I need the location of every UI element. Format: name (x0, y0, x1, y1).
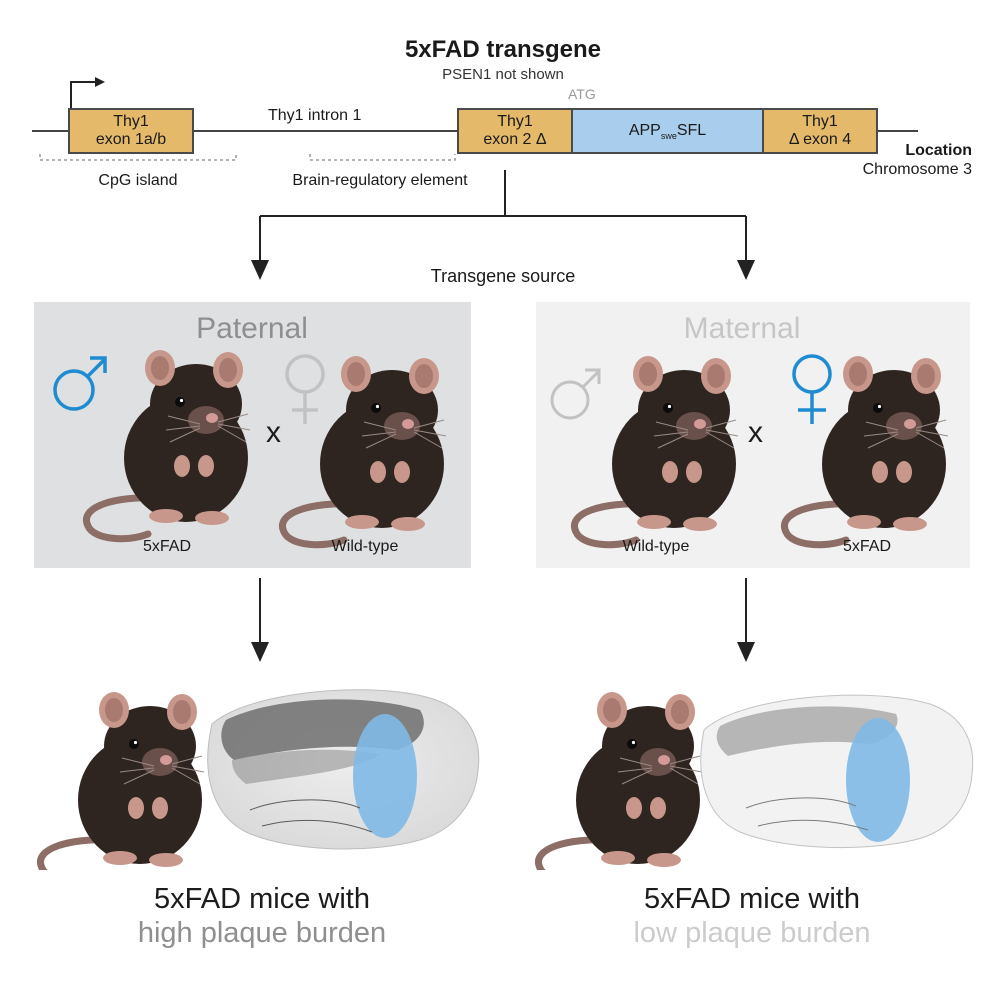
mouse-5xfad-icon (86, 350, 250, 539)
maternal-artwork: x (550, 302, 970, 568)
intron-label: Thy1 intron 1 (268, 107, 362, 124)
paternal-title: Paternal (196, 312, 308, 345)
regulatory-element-label: Brain-regulatory element (292, 172, 468, 189)
maternal-panel: Maternal x Wild-type 5xFAD (536, 302, 970, 568)
mouse-offspring-icon (40, 692, 204, 870)
transgene-source-label: Transgene source (430, 266, 576, 286)
cross-symbol: x (748, 416, 763, 449)
location-label: Location (905, 142, 972, 159)
female-symbol-icon (792, 354, 832, 424)
mouse-wild-type-icon (282, 356, 446, 545)
outcome-left-line1: 5xFAD mice with (154, 883, 370, 915)
exon-4-line1: Thy1 (802, 113, 838, 130)
outcome-artwork (0, 680, 974, 870)
atg-label: ATG (568, 86, 596, 102)
exon-1-box: Thy1 exon 1a/b (68, 108, 194, 154)
exon-1-line1: Thy1 (113, 113, 149, 130)
brain-low-plaque-icon (700, 694, 974, 849)
maternal-right-label: 5xFAD (842, 538, 892, 555)
brain-high-plaque-icon (207, 689, 480, 850)
exon-2-box: Thy1 exon 2 Δ (457, 108, 573, 154)
paternal-right-label: Wild-type (331, 538, 399, 555)
diagram-title: 5xFAD transgene (404, 36, 602, 63)
diagram-subtitle: PSEN1 not shown (442, 66, 564, 83)
maternal-title: Maternal (683, 312, 801, 345)
male-symbol-icon (53, 356, 107, 411)
outcome-left-line2: high plaque burden (137, 917, 387, 949)
paternal-left-label: 5xFAD (142, 538, 192, 555)
mouse-offspring-icon (538, 692, 702, 870)
app-subscript: swe (660, 131, 677, 141)
exon-4-box: Thy1 Δ exon 4 (762, 108, 878, 154)
exon-4-line2: Δ exon 4 (788, 131, 852, 148)
cross-symbol: x (266, 416, 281, 449)
exon-2-line1: Thy1 (497, 113, 533, 130)
outcome-right-line1: 5xFAD mice with (644, 883, 860, 915)
male-symbol-icon (550, 368, 601, 420)
paternal-panel: Paternal x 5xFAD Wild-type (34, 302, 471, 568)
mouse-wild-type-icon (574, 356, 738, 545)
maternal-left-label: Wild-type (622, 538, 690, 555)
outcome-right-line2: low plaque burden (633, 917, 871, 949)
exon-1-line2: exon 1a/b (95, 131, 167, 148)
location-value: Chromosome 3 (862, 161, 972, 178)
mouse-5xfad-icon (784, 356, 948, 545)
paternal-artwork: x (53, 302, 471, 568)
app-suffix: SFL (676, 122, 707, 139)
female-symbol-icon (285, 354, 325, 424)
app-label: APP (628, 122, 661, 139)
exon-2-line2: exon 2 Δ (483, 131, 547, 148)
outcome-arrows (251, 578, 755, 662)
cpg-island-label: CpG island (98, 172, 178, 189)
